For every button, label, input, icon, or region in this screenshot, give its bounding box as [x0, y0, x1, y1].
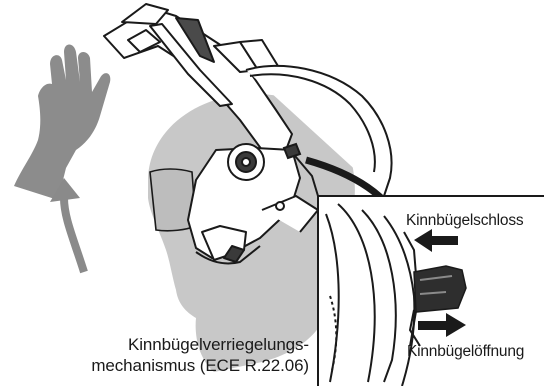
mechanism-label-line1: Kinnbügelverriegelungs- — [0, 334, 309, 355]
mechanism-label-line2: mechanismus (ECE R.22.06) — [0, 355, 309, 376]
chin-opening-label: Kinnbügelöffnung — [407, 343, 524, 360]
chin-lock-label: Kinnbügelschloss — [406, 212, 523, 229]
hand-lifting-icon — [14, 45, 110, 201]
chin-lock-pad — [414, 266, 466, 312]
mechanism-label: Kinnbügelverriegelungs- mechanismus (ECE… — [0, 334, 309, 376]
